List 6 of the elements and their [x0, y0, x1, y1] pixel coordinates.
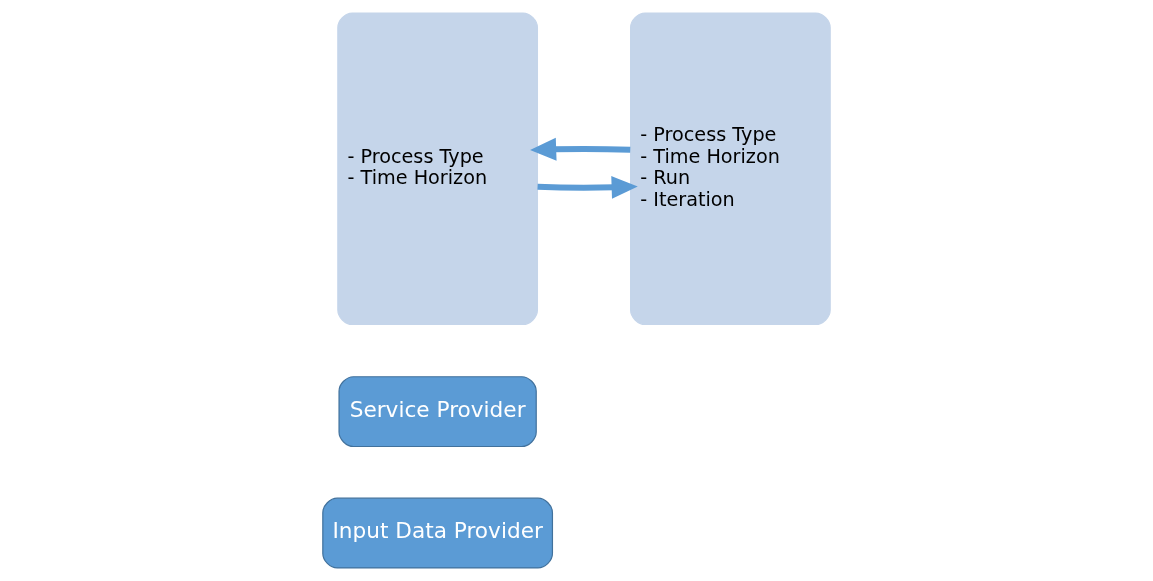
- arrow: [537, 176, 638, 199]
- node-box: - Process Type - Time Horizon - Run - Iteration: [630, 12, 831, 326]
- node-box: Input Data Provider: [322, 497, 554, 569]
- node-box: - Process Type - Time Horizon: [337, 12, 538, 326]
- arrow: [530, 137, 631, 161]
- node-box: Service Provider: [338, 376, 537, 448]
